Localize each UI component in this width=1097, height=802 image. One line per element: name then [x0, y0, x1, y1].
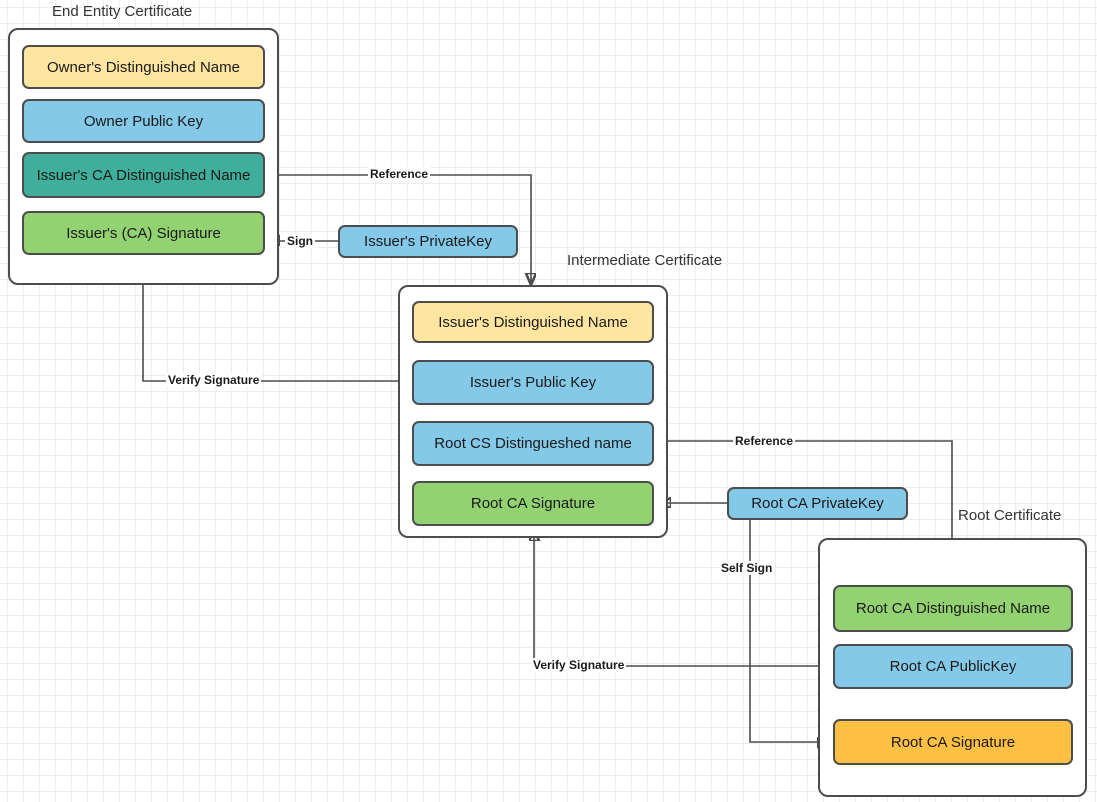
- field-issuer-ca-distinguished-name[interactable]: Issuer's CA Distinguished Name: [22, 152, 265, 198]
- node-issuer-private-key[interactable]: Issuer's PrivateKey: [338, 225, 518, 258]
- edge-label-verify-signature-top: Verify Signature: [166, 373, 262, 387]
- field-root-ca-public-key[interactable]: Root CA PublicKey: [833, 644, 1073, 689]
- wire-verify-bottom: [534, 529, 832, 667]
- field-issuer-public-key[interactable]: Issuer's Public Key: [412, 360, 654, 405]
- edge-label-self-sign: Self Sign: [719, 561, 775, 575]
- title-intermediate-certificate: Intermediate Certificate: [567, 252, 723, 269]
- field-issuer-ca-signature[interactable]: Issuer's (CA) Signature: [22, 211, 265, 255]
- edge-label-reference-mid: Reference: [733, 434, 796, 448]
- edge-label-verify-signature-bottom: Verify Signature: [531, 658, 627, 672]
- edge-label-reference-top: Reference: [368, 167, 431, 181]
- field-issuer-distinguished-name[interactable]: Issuer's Distinguished Name: [412, 301, 654, 343]
- field-owner-distinguished-name[interactable]: Owner's Distinguished Name: [22, 45, 265, 89]
- field-root-cs-distingueshed-name[interactable]: Root CS Distingueshed name: [412, 421, 654, 466]
- field-root-ca-signature-intermediate[interactable]: Root CA Signature: [412, 481, 654, 526]
- title-root-certificate: Root Certificate: [958, 507, 1062, 524]
- edge-label-sign: Sign: [285, 234, 315, 248]
- field-root-ca-signature-root[interactable]: Root CA Signature: [833, 719, 1073, 765]
- field-root-ca-distinguished-name[interactable]: Root CA Distinguished Name: [833, 585, 1073, 632]
- node-root-ca-private-key[interactable]: Root CA PrivateKey: [727, 487, 908, 520]
- title-end-entity-certificate: End Entity Certificate: [52, 3, 193, 20]
- field-owner-public-key[interactable]: Owner Public Key: [22, 99, 265, 143]
